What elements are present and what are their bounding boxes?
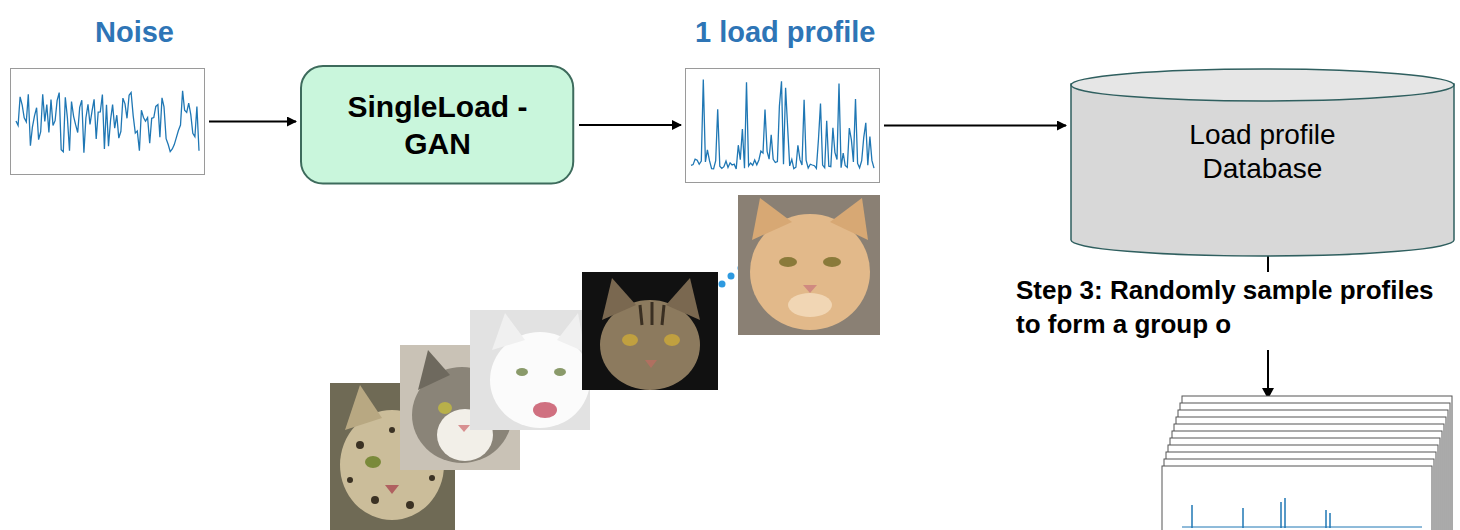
cat-image bbox=[738, 195, 880, 335]
process-box: SingleLoad -GAN bbox=[300, 65, 575, 185]
profile-stack bbox=[1162, 396, 1452, 530]
arrow-connector bbox=[209, 121, 296, 123]
plot-box: Noise bbox=[10, 68, 205, 175]
arrow-connector bbox=[884, 125, 1066, 127]
plot-box: 1 load profile bbox=[685, 68, 880, 183]
plot-title: Noise bbox=[95, 16, 174, 49]
node-label: SingleLoad -GAN bbox=[343, 88, 533, 163]
step-label: Step 3: Randomly sample profiles to form… bbox=[1016, 274, 1448, 342]
arrow-connector bbox=[579, 124, 681, 126]
connector-line bbox=[1267, 256, 1269, 272]
line-plot bbox=[10, 68, 205, 175]
database-node: Load profile Database bbox=[1070, 68, 1455, 256]
cat-image bbox=[582, 272, 718, 390]
rounded-box bbox=[300, 65, 575, 185]
line-plot bbox=[685, 68, 880, 183]
plot-title: 1 load profile bbox=[695, 16, 875, 49]
cat-images bbox=[330, 195, 880, 530]
cat-image bbox=[470, 310, 590, 430]
node-label: Load profile Database bbox=[1163, 118, 1363, 185]
connector-line bbox=[1267, 350, 1269, 392]
